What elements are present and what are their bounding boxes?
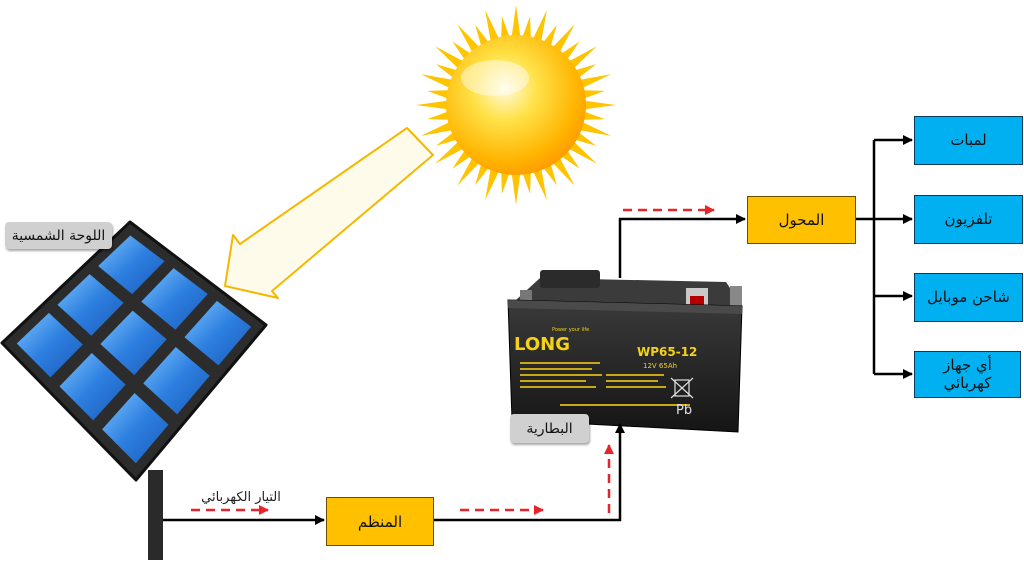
output-charger-box: شاحن موبايل <box>914 273 1023 322</box>
sun-ray <box>577 120 612 136</box>
battery-to-inverter-line <box>618 214 746 278</box>
sun-ray <box>511 5 521 40</box>
sun-ray <box>501 16 511 41</box>
output-tv-box: تلفزيون <box>914 195 1023 244</box>
sun-ray <box>501 169 511 194</box>
sun-ray <box>531 166 547 201</box>
sun-ray <box>521 169 531 194</box>
output-any-device-box: أي جهاز كهربائي <box>914 351 1021 398</box>
sun-ray <box>457 155 482 186</box>
solar-panel-icon <box>0 220 268 560</box>
sun-ray <box>531 9 547 44</box>
solar-cell <box>100 310 167 376</box>
solar-cell <box>102 393 169 464</box>
solar-cell <box>57 274 124 336</box>
sun-ray <box>457 24 482 55</box>
sun-ray <box>416 100 451 110</box>
sun-ray <box>427 110 452 120</box>
sun-ray <box>435 46 466 71</box>
sun-ray <box>581 100 616 110</box>
sun-ray <box>420 74 455 90</box>
sun-ray <box>511 170 521 205</box>
sun-ray <box>485 9 501 44</box>
sun-ray <box>580 90 605 100</box>
regulator-to-battery-line <box>432 423 625 522</box>
battery-brand: LONG <box>514 334 570 355</box>
sun-ray <box>550 155 575 186</box>
battery-icon: LONG Power your life WP65-12 12V 65Ah Pb <box>507 270 743 433</box>
regulator-box: المنظم <box>326 497 434 546</box>
sun-icon <box>416 5 616 205</box>
sun-ray <box>485 166 501 201</box>
solar-cell <box>143 346 210 415</box>
sun-ray <box>427 90 452 100</box>
current-label: التيار الكهربائي <box>201 489 281 505</box>
battery-pb-symbol: Pb <box>676 403 692 418</box>
sun-ray <box>577 74 612 90</box>
battery-label: البطارية <box>510 414 589 443</box>
sunlight-arrow <box>224 127 434 299</box>
output-lamps-box: لمبات <box>914 116 1023 165</box>
sun-ray <box>580 110 605 120</box>
battery-tagline: Power your life <box>552 327 589 333</box>
sun-ray <box>521 16 531 41</box>
inverter-box: المحول <box>747 196 856 244</box>
solar-cell <box>141 268 208 330</box>
recycle-bin-icon <box>670 377 694 399</box>
solar-cell <box>184 300 252 366</box>
battery-model: WP65-12 <box>637 345 697 359</box>
sun-ray <box>435 139 466 164</box>
battery-rating: 12V 65Ah <box>643 362 677 370</box>
solar-cell <box>98 235 165 295</box>
sun-ray <box>566 46 597 71</box>
solar-panel-label: اللوحة الشمسية <box>5 222 112 249</box>
solar-cell <box>16 312 83 378</box>
sun-ray <box>550 24 575 55</box>
solar-cell <box>59 352 126 421</box>
sun-ray <box>420 120 455 136</box>
sun-ray <box>566 139 597 164</box>
